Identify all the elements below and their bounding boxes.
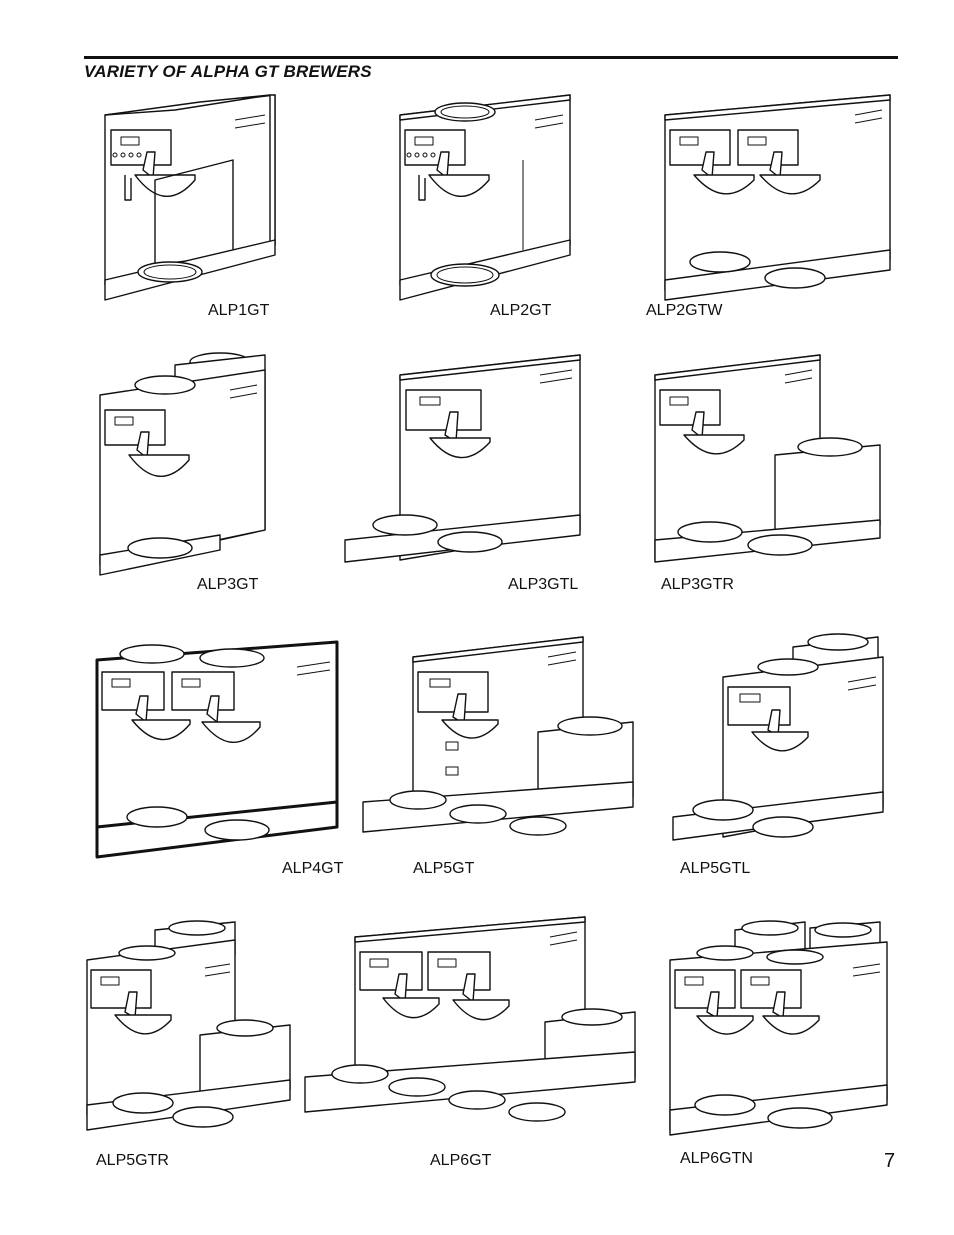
model-label: ALP5GTR bbox=[96, 1152, 169, 1169]
brewer-1-warmer-icon bbox=[95, 90, 395, 380]
model-label: ALP1GT bbox=[208, 302, 270, 319]
model-label: ALP5GT bbox=[413, 860, 475, 877]
model-label: ALP2GT bbox=[490, 302, 552, 319]
brewer-5-warmer-low-icon bbox=[668, 632, 954, 922]
page-number: 7 bbox=[884, 1150, 896, 1172]
brewer-twin-icon bbox=[660, 90, 954, 380]
model-label: ALP4GT bbox=[282, 860, 344, 877]
model-label: ALP6GT bbox=[430, 1152, 492, 1169]
top-rule bbox=[84, 56, 898, 59]
brewer-twin-4-warmer-icon bbox=[92, 632, 392, 922]
model-label: ALP2GTW bbox=[646, 302, 723, 319]
model-label: ALP5GTL bbox=[680, 860, 751, 877]
brewer-3-warmer-low-icon bbox=[340, 350, 640, 640]
brewer-twin-6-warmer-icon bbox=[304, 912, 636, 1202]
brewer-3-warmer-right-icon bbox=[650, 350, 950, 640]
brewer-2-warmer-icon bbox=[395, 90, 695, 380]
brewer-twin-6-warmer-n-icon bbox=[665, 920, 954, 1210]
brewer-5-warmer-icon bbox=[358, 632, 658, 922]
model-label: ALP3GTL bbox=[508, 576, 579, 593]
brewer-5-warmer-right-icon bbox=[85, 920, 385, 1210]
model-label: ALP6GTN bbox=[680, 1150, 753, 1167]
model-label: ALP3GT bbox=[197, 576, 259, 593]
brewer-3-warmer-icon bbox=[95, 350, 395, 640]
model-label: ALP3GTR bbox=[661, 576, 734, 593]
page-heading: VARIETY OF ALPHA GT BREWERS bbox=[84, 62, 372, 81]
